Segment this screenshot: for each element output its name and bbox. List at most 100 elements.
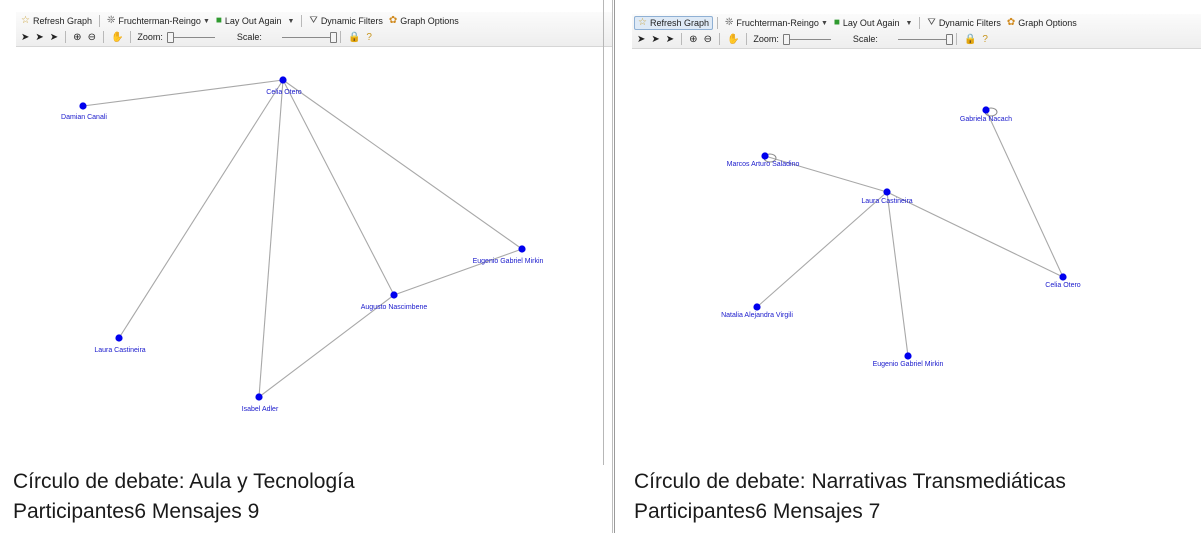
filter-icon: ⛛ [309, 15, 318, 26]
scale-slider[interactable] [897, 34, 953, 45]
refresh-graph-button[interactable]: ☆ Refresh Graph [18, 14, 95, 28]
graph-options-button[interactable]: ✿ Graph Options [386, 14, 462, 28]
graph-edge[interactable] [756, 191, 888, 308]
graph-node[interactable] [904, 352, 912, 360]
graph-edge[interactable] [282, 79, 523, 250]
graph-edge[interactable] [282, 79, 395, 296]
graph-toolbar: ☆ Refresh Graph ❊ Fruchterman-Reingo ▼ ■… [632, 14, 1201, 49]
graph-node[interactable] [518, 245, 526, 253]
scale-label: Scale: [852, 34, 878, 44]
select-subgraph-plus-icon[interactable]: ➤ [665, 33, 675, 45]
lock-icon[interactable]: 🔒 [347, 31, 361, 43]
graph-node[interactable] [279, 76, 287, 84]
toolbar-separator [681, 33, 683, 45]
select-subgraph-plus-icon[interactable]: ➤ [49, 31, 59, 43]
zoom-slider[interactable] [782, 34, 831, 45]
layout-again-icon: ■ [215, 15, 222, 26]
graph-edge[interactable] [118, 79, 284, 339]
lay-out-again-button[interactable]: ■ Lay Out Again [831, 16, 903, 30]
graph-node-label: Laura Castineira [94, 347, 145, 354]
toolbar-separator [717, 17, 718, 29]
graph-node[interactable] [79, 102, 87, 110]
graph-node[interactable] [761, 152, 769, 160]
caption-title: Círculo de debate: Aula y Tecnología [13, 470, 355, 493]
pan-hand-icon[interactable]: ✋ [726, 33, 740, 45]
graph-edge[interactable] [82, 79, 284, 107]
layout-algorithm-dropdown[interactable]: ❊ Fruchterman-Reingo ▼ [104, 14, 213, 28]
graph-node-label: Natalia Alejandra Virgili [721, 312, 793, 319]
lay-out-again-label: Lay Out Again [842, 18, 900, 28]
toolbar-row-main: ☆ Refresh Graph ❊ Fruchterman-Reingo ▼ ■… [634, 15, 1080, 31]
graph-node-label: Augusto Nascimbene [361, 304, 428, 311]
graph-node[interactable] [883, 188, 891, 196]
star-icon: ☆ [21, 15, 30, 26]
dynamic-filters-button[interactable]: ⛛ Dynamic Filters [306, 14, 385, 28]
graph-node-label: Celia Otero [266, 89, 302, 96]
toolbar-separator [65, 31, 67, 43]
graph-node[interactable] [982, 106, 990, 114]
graph-options-button[interactable]: ✿ Graph Options [1004, 16, 1080, 30]
select-subgraph-icon[interactable]: ➤ [651, 33, 660, 45]
chevron-down-icon[interactable]: ▼ [905, 19, 913, 27]
graph-edge[interactable] [886, 191, 909, 357]
dynamic-filters-label: Dynamic Filters [320, 16, 383, 26]
graph-node-label: Laura Castineira [861, 198, 912, 205]
zoom-in-icon[interactable]: ⊕ [73, 31, 82, 43]
zoom-out-icon[interactable]: ⊖ [703, 33, 712, 45]
left-panel: ☆ Refresh Graph ❊ Fruchterman-Reingo ▼ ■… [13, 0, 613, 533]
graph-node-label: Eugenio Gabriel Mirkin [473, 258, 544, 265]
scale-slider[interactable] [281, 32, 337, 43]
layout-again-icon: ■ [833, 17, 840, 28]
lock-icon[interactable]: 🔒 [963, 33, 977, 45]
graph-node[interactable] [255, 393, 263, 401]
chevron-down-icon[interactable]: ▼ [287, 17, 295, 25]
toolbar-separator [339, 31, 341, 43]
graph-edge[interactable] [985, 109, 1064, 278]
graph-node-label: Damian Canali [61, 114, 107, 121]
layout-algorithm-label: Fruchterman-Reingo [118, 16, 201, 26]
star-icon: ☆ [638, 17, 647, 28]
graph-node[interactable] [1059, 273, 1067, 281]
zoom-in-icon[interactable]: ⊕ [689, 33, 698, 45]
graph-node-label: Isabel Adler [242, 406, 279, 413]
graph-edge[interactable] [258, 79, 284, 398]
graph-edge[interactable] [393, 248, 523, 296]
graph-node-label: Celia Otero [1045, 282, 1081, 289]
refresh-graph-label: Refresh Graph [649, 18, 709, 28]
layout-algorithm-label: Fruchterman-Reingo [736, 18, 819, 28]
graph-node[interactable] [753, 303, 761, 311]
zoom-out-icon[interactable]: ⊖ [87, 31, 96, 43]
graph-node[interactable] [115, 334, 123, 342]
toolbar-row-tools: ➤ ➤ ➤ ⊕ ⊖ ✋ Zoom: Scale: 🔒 ? [634, 31, 991, 47]
select-pointer-icon[interactable]: ➤ [21, 31, 30, 43]
help-icon[interactable]: ? [982, 33, 988, 45]
select-pointer-icon[interactable]: ➤ [637, 33, 646, 45]
chevron-down-icon: ▼ [202, 17, 210, 25]
zoom-slider[interactable] [166, 32, 215, 43]
toolbar-row-main: ☆ Refresh Graph ❊ Fruchterman-Reingo ▼ ■… [18, 13, 462, 29]
layout-grid-icon: ❊ [107, 15, 116, 26]
toolbar-separator [955, 33, 957, 45]
graph-options-label: Graph Options [1018, 18, 1077, 28]
dynamic-filters-label: Dynamic Filters [938, 18, 1001, 28]
graph-edge[interactable] [764, 155, 888, 193]
select-subgraph-icon[interactable]: ➤ [35, 31, 44, 43]
zoom-label: Zoom: [137, 32, 163, 42]
refresh-graph-button[interactable]: ☆ Refresh Graph [634, 16, 713, 30]
layout-algorithm-dropdown[interactable]: ❊ Fruchterman-Reingo ▼ [722, 16, 831, 30]
pan-hand-icon[interactable]: ✋ [110, 31, 124, 43]
graph-node-label: Gabriela Nacach [960, 116, 1012, 123]
dynamic-filters-button[interactable]: ⛛ Dynamic Filters [924, 16, 1003, 30]
lay-out-again-button[interactable]: ■ Lay Out Again [213, 14, 285, 28]
palette-icon: ✿ [1006, 17, 1016, 28]
help-icon[interactable]: ? [366, 31, 372, 43]
refresh-graph-label: Refresh Graph [32, 16, 92, 26]
graph-edge[interactable] [258, 294, 395, 398]
panel-divider [603, 0, 604, 465]
graph-node[interactable] [390, 291, 398, 299]
graph-edge[interactable] [886, 191, 1064, 278]
